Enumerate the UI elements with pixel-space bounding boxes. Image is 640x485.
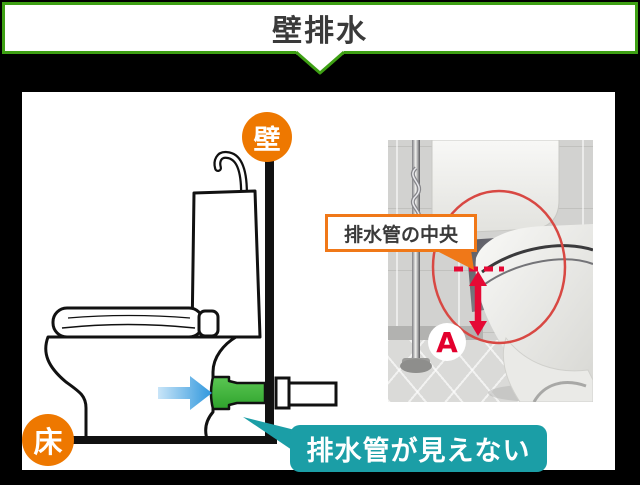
photo-annotations (431, 189, 567, 345)
highlight-ellipse (431, 189, 567, 345)
floor-line (42, 436, 277, 444)
pipe-hidden-callout-text: 排水管が見えない (306, 436, 531, 467)
wall-line (265, 142, 274, 444)
drain-center-label: 排水管の中央 (325, 214, 477, 252)
photo-hose (532, 381, 587, 402)
photo-artwork (400, 140, 593, 402)
floor-badge: 床 (22, 414, 74, 466)
measure-arrow-head-up (469, 271, 487, 286)
dimension-a-badge: A (428, 323, 466, 361)
diagram-panel: 壁 床 (22, 92, 615, 472)
drain-center-label-text: 排水管の中央 (343, 223, 458, 246)
drain-pipe-outside (274, 376, 338, 410)
toilet-seat (51, 306, 220, 339)
wall-badge-label: 壁 (253, 124, 281, 156)
page-title: 壁排水 (272, 14, 368, 49)
callout-pointer (243, 417, 295, 452)
header-banner: 壁排水 (2, 2, 638, 54)
photo-pipe-flange (400, 359, 432, 373)
toilet-photo: A (388, 140, 593, 402)
toilet-side-diagram (42, 142, 338, 452)
drain-pipe-green (209, 375, 267, 411)
toilet-tank (190, 189, 262, 339)
wall-badge: 壁 (242, 112, 292, 162)
photo-bowl-base (502, 336, 593, 402)
flow-arrow-icon (158, 376, 212, 410)
dimension-a-label: A (436, 325, 458, 359)
tank-spout (213, 150, 248, 197)
photo-seat-edge-2 (484, 258, 593, 285)
photo-supply-pipe (412, 140, 420, 366)
pipe-hidden-callout: 排水管が見えない (290, 425, 547, 472)
measure-arrow-head-down (469, 321, 487, 336)
photo-seat-edge (481, 244, 593, 274)
floor-badge-label: 床 (33, 425, 63, 459)
header-pointer-notch (296, 51, 344, 75)
notch-triangle (296, 51, 344, 75)
